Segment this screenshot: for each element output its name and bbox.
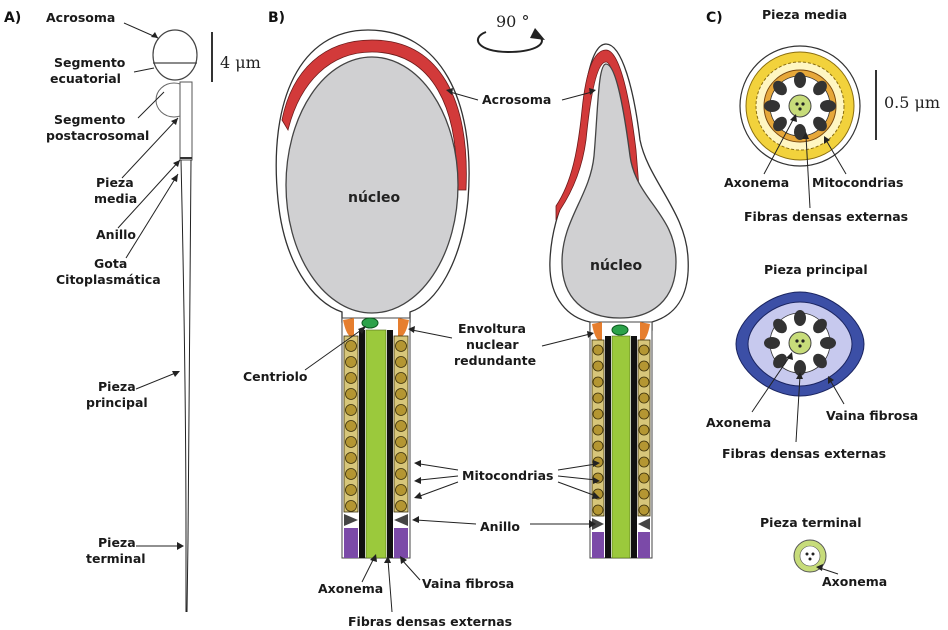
side-view-head: núcleo: [550, 44, 688, 330]
label-fibras-c2: Fibras densas externas: [722, 446, 886, 461]
label-principal-2: principal: [86, 395, 148, 410]
outer-dense-fiber-left: [359, 330, 365, 558]
label-axonema-c1: Axonema: [724, 175, 789, 190]
label-acrosoma-a: Acrosoma: [46, 10, 115, 25]
panel-c: C) Pieza media 0.5 μm Axonema Mitocondri…: [706, 7, 940, 589]
sperm-head: [153, 30, 197, 80]
label-vaina-c: Vaina fibrosa: [826, 408, 918, 423]
label-terminal-1: Pieza: [98, 535, 136, 550]
label-centriolo: Centriolo: [243, 369, 308, 384]
label-envoltura-2: nuclear: [466, 337, 519, 352]
label-terminal-2: terminal: [86, 551, 146, 566]
principal-piece: [181, 160, 191, 612]
label-seg-postacro-1: Segmento: [54, 112, 126, 127]
label-mitocondrias-b: Mitocondrias: [462, 468, 553, 483]
panel-b: B) 90 ° núcleo: [243, 10, 688, 629]
label-anillo-a: Anillo: [96, 227, 136, 242]
axoneme-front: [366, 330, 386, 558]
panel-b-label: B): [268, 10, 285, 26]
scale-label-a: 4 μm: [220, 53, 261, 72]
label-vaina-b: Vaina fibrosa: [422, 576, 514, 591]
leader-gota: [126, 174, 178, 258]
centriole-side: [612, 325, 628, 335]
label-pieza-media-1: Pieza: [96, 175, 134, 190]
leader-pieza-media: [122, 118, 178, 178]
label-envoltura-3: redundante: [454, 353, 536, 368]
label-seg-ecuatorial-1: Segmento: [54, 55, 126, 70]
label-gota-1: Gota: [94, 256, 127, 271]
midpiece-cross-section: [740, 46, 860, 166]
panel-a-sperm: [153, 30, 197, 612]
panel-a-label: A): [4, 10, 21, 26]
nucleus-front: [286, 57, 458, 313]
label-pieza-media-2: media: [94, 191, 137, 206]
title-pieza-principal: Pieza principal: [764, 262, 868, 277]
title-pieza-media: Pieza media: [762, 7, 847, 22]
rotation-arrow: 90 °: [478, 12, 545, 52]
title-pieza-terminal: Pieza terminal: [760, 515, 862, 530]
panel-c-label: C): [706, 10, 723, 26]
label-axonema-b: Axonema: [318, 581, 383, 596]
label-fibras-c1: Fibras densas externas: [744, 209, 908, 224]
leader-principal: [136, 372, 178, 389]
rotation-label: 90 °: [496, 12, 529, 31]
front-view-head: núcleo: [276, 30, 469, 322]
label-fibras-b: Fibras densas externas: [348, 614, 512, 629]
label-envoltura-1: Envoltura: [458, 321, 526, 336]
centriole-front: [362, 318, 378, 328]
arrowhead: [177, 542, 184, 550]
outer-dense-fiber-right: [387, 330, 393, 558]
axoneme-side: [612, 336, 630, 558]
label-axonema-c3: Axonema: [822, 574, 887, 589]
label-nucleo-front: núcleo: [348, 190, 401, 206]
label-seg-ecuatorial-2: ecuatorial: [50, 71, 121, 86]
label-principal-1: Pieza: [98, 379, 136, 394]
arrowhead: [171, 174, 178, 182]
label-nucleo-side: núcleo: [590, 258, 643, 274]
label-anillo-b: Anillo: [480, 519, 520, 534]
scale-label-c: 0.5 μm: [884, 93, 940, 112]
midpiece: [180, 82, 192, 160]
label-mitocondrias-c: Mitocondrias: [812, 175, 903, 190]
label-seg-postacro-2: postacrosomal: [46, 128, 149, 143]
fibrous-sheath-left: [344, 528, 358, 558]
fibrous-sheath-right: [394, 528, 408, 558]
label-acrosoma-b: Acrosoma: [482, 92, 551, 107]
panel-a: A) 4 μm Acrosoma Segmento ecuatorial Seg…: [4, 10, 261, 612]
front-view-midpiece: [342, 318, 410, 558]
label-gota-2: Citoplasmática: [56, 272, 161, 287]
leader-ecuatorial: [134, 68, 154, 72]
side-view-midpiece: [590, 322, 652, 558]
label-axonema-c2: Axonema: [706, 415, 771, 430]
